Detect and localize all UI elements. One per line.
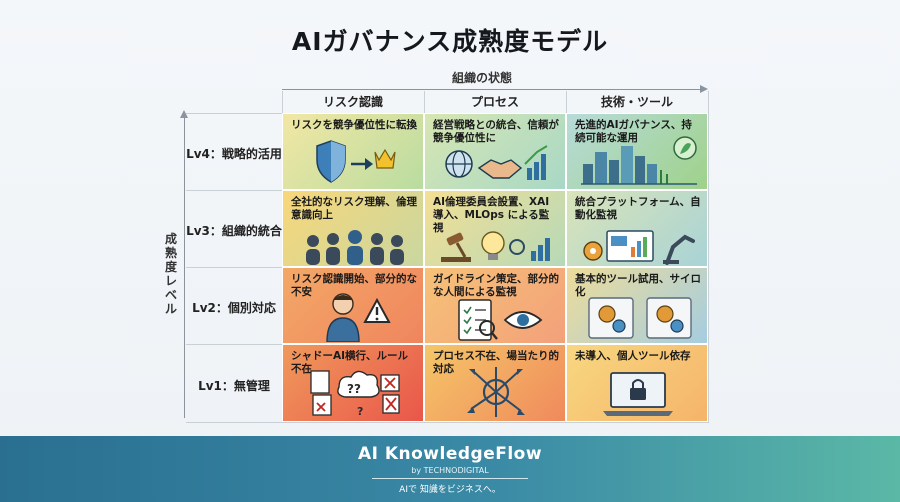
- shield-arrow-crown-icon: [316, 140, 396, 183]
- cell-lv3-risk: 全社的なリスク理解、倫理意識向上: [282, 190, 424, 267]
- cell-lv3-process: AI倫理委員会設置、XAI導入、MLOps による監視: [424, 190, 566, 267]
- row-header-lv3: Lv3：組織的統合: [186, 224, 282, 238]
- cell-text: 全社的なリスク理解、倫理意識向上: [291, 196, 417, 221]
- cell-text: 経営戦略との統合、信頼が競争優位性に: [433, 119, 559, 144]
- svg-text:??: ??: [347, 382, 361, 396]
- footer-banner: AI KnowledgeFlow by TECHNODIGITAL AIで 知識…: [0, 436, 900, 502]
- cell-lv1-tech: 未導入、個人ツール依存: [566, 344, 708, 422]
- cell-text: 基本的ツール試用、サイロ化: [575, 273, 701, 298]
- cell-text: シャドーAI横行、ルール不在: [291, 350, 409, 375]
- y-axis-line: [184, 116, 185, 418]
- cell-text: プロセス不在、場当たり的対応: [433, 350, 559, 375]
- globe-handshake-chart-icon: [445, 145, 548, 180]
- x-axis-line: [282, 89, 702, 90]
- y-axis-arrow-icon: [180, 110, 188, 118]
- cell-lv2-tech: 基本的ツール試用、サイロ化: [566, 267, 708, 344]
- cell-lv2-process: ガイドライン策定、部分的な人間による監視: [424, 267, 566, 344]
- cell-text: リスク認識開始、部分的な不安: [291, 273, 417, 298]
- row-header-lv4: Lv4：戦略的活用: [186, 147, 282, 161]
- smart-city-leaf-icon: [581, 136, 697, 185]
- chaos-question-icon: ?? ?: [310, 370, 400, 418]
- y-axis-label: 成熟度レベル: [164, 232, 177, 316]
- column-header-tech: 技術・ツール: [600, 95, 673, 109]
- cell-lv1-risk: シャドーAI横行、ルール不在 ?? ?: [282, 344, 424, 422]
- column-header-risk: リスク認識: [322, 95, 383, 109]
- grid-line: [708, 91, 709, 423]
- siloed-gears-icon: [588, 297, 692, 339]
- cell-lv3-tech: 統合プラットフォーム、自動化監視: [566, 190, 708, 267]
- tangled-arrows-icon: [467, 367, 525, 417]
- team-people-icon: [306, 230, 404, 265]
- row-header-lv1: Lv1：無管理: [198, 379, 270, 393]
- checklist-eye-icon: [458, 299, 543, 341]
- x-axis-arrow-icon: [700, 85, 708, 93]
- page-title: AIガバナンス成熟度モデル: [291, 27, 609, 56]
- brand-name: AI KnowledgeFlow: [357, 444, 543, 464]
- cell-lv1-process: プロセス不在、場当たり的対応: [424, 344, 566, 422]
- cell-text: リスクを競争優位性に転換: [291, 119, 417, 131]
- cell-lv4-risk: リスクを競争優位性に転換: [282, 113, 424, 190]
- column-header-process: プロセス: [470, 95, 519, 109]
- cell-lv4-process: 経営戦略との統合、信頼が競争優位性に: [424, 113, 566, 190]
- divider: [372, 478, 528, 479]
- gavel-bulb-chart-icon: [441, 231, 550, 262]
- cell-text: 先進的AIガバナンス、持続可能な運用: [575, 119, 692, 144]
- cell-text: 未導入、個人ツール依存: [575, 350, 691, 362]
- worried-person-warning-icon: [326, 293, 391, 342]
- cell-text: ガイドライン策定、部分的な人間による監視: [433, 273, 559, 298]
- cell-text: 統合プラットフォーム、自動化監視: [575, 196, 701, 221]
- locked-laptop-icon: [603, 372, 673, 416]
- cell-lv4-tech: 先進的AIガバナンス、持続可能な運用: [566, 113, 708, 190]
- grid-line: [186, 422, 708, 423]
- cell-text: AI倫理委員会設置、XAI導入、MLOps による監視: [433, 196, 550, 234]
- dashboard-robot-arm-icon: [583, 230, 695, 265]
- x-axis-label: 組織の状態: [452, 71, 513, 85]
- brand-tagline: AIで 知識をビジネスへ。: [399, 485, 501, 495]
- row-header-lv2: Lv2：個別対応: [192, 301, 276, 315]
- brand-byline: by TECHNODIGITAL: [411, 466, 489, 475]
- svg-text:?: ?: [357, 405, 363, 418]
- cell-lv2-risk: リスク認識開始、部分的な不安: [282, 267, 424, 344]
